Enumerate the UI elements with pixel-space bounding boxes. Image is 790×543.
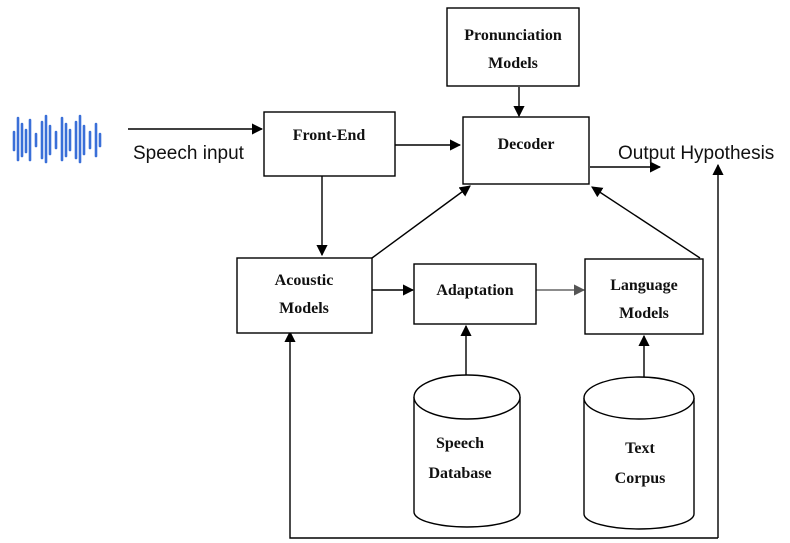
decoder-node: Decoder xyxy=(462,116,590,185)
acoustic-models-node: Acoustic Models xyxy=(236,257,373,334)
pronunciation-models-node: Pronunciation Models xyxy=(446,7,580,87)
speech-database-node: Speech Database xyxy=(413,374,521,528)
svg-text:Speech: Speech xyxy=(436,435,484,452)
svg-text:Models: Models xyxy=(488,55,538,72)
svg-text:Database: Database xyxy=(428,465,491,482)
language-to-decoder-arrow xyxy=(591,186,701,259)
front-end-node: Front-End xyxy=(263,111,396,177)
svg-text:Text: Text xyxy=(625,440,655,457)
output-hypothesis-label: Output Hypothesis xyxy=(618,143,774,164)
speech-input-label: Speech input xyxy=(133,143,245,164)
svg-text:Corpus: Corpus xyxy=(615,470,666,487)
svg-text:Adaptation: Adaptation xyxy=(436,282,513,299)
svg-text:Front-End: Front-End xyxy=(293,127,366,144)
language-models-node: Language Models xyxy=(584,258,704,335)
acoustic-to-decoder-arrow xyxy=(371,185,471,259)
feedback-loop-arrow-to-acoustic xyxy=(284,330,718,539)
svg-text:Pronunciation: Pronunciation xyxy=(464,27,562,44)
svg-text:Decoder: Decoder xyxy=(498,136,555,153)
svg-text:Language: Language xyxy=(610,277,678,294)
adaptation-node: Adaptation xyxy=(413,263,537,325)
speech-waveform-icon xyxy=(12,114,102,164)
svg-text:Models: Models xyxy=(619,305,669,322)
text-corpus-node: Text Corpus xyxy=(583,376,695,530)
svg-text:Models: Models xyxy=(279,300,329,317)
svg-text:Acoustic: Acoustic xyxy=(275,272,334,289)
